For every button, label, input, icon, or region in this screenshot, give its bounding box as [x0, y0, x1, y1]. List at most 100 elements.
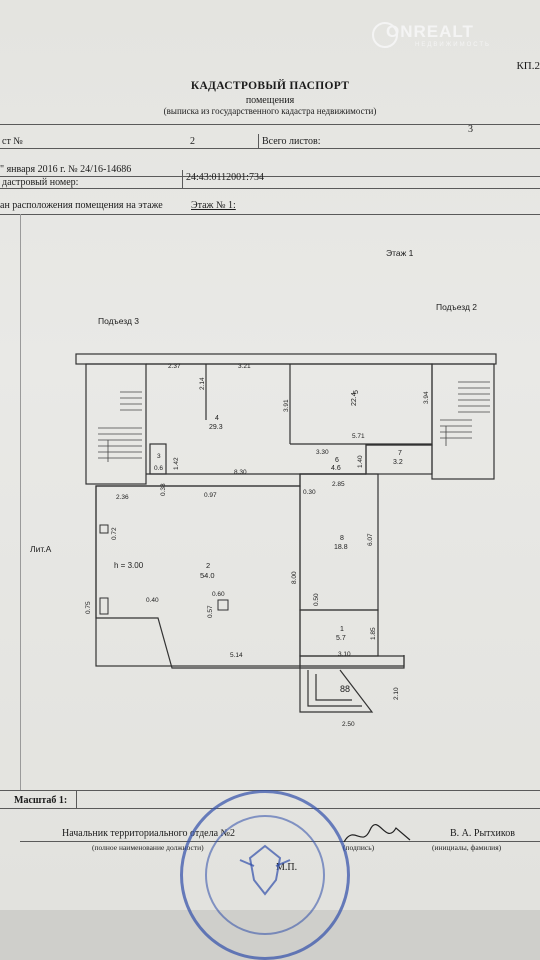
svg-text:0.72: 0.72: [111, 527, 118, 540]
outer-wall-top: [75, 353, 497, 365]
entrance-left: Подъезд 3: [98, 316, 139, 326]
svg-text:1.85: 1.85: [370, 627, 377, 640]
column: [99, 597, 109, 615]
frame-line: [20, 214, 21, 790]
name-note: (инициалы, фамилия): [432, 843, 502, 852]
svg-text:1.40: 1.40: [357, 455, 364, 468]
entrance-right: Подъезд 2: [436, 302, 477, 312]
stair-left: [85, 363, 147, 485]
svg-text:2.37: 2.37: [168, 363, 181, 370]
document-subtitle-note: (выписка из государственного кадастра не…: [163, 106, 377, 116]
plan-label: ан расположения помещения на этаже: [0, 200, 163, 211]
form-code: КП.2: [516, 60, 540, 72]
official-position: Начальник территориального отдела №2: [62, 828, 236, 839]
room-number: 1: [340, 626, 344, 633]
floor-title: Этаж 1: [386, 248, 414, 258]
svg-text:2.85: 2.85: [332, 481, 345, 488]
room-area: 4.6: [331, 465, 341, 472]
svg-text:0.50: 0.50: [313, 593, 320, 606]
coat-of-arms-icon: [239, 844, 291, 896]
svg-text:3.30: 3.30: [316, 449, 329, 456]
room-area: 5.7: [336, 635, 346, 642]
room-area: 3.2: [393, 459, 403, 466]
official-name: В. А. Рытхиков: [450, 828, 515, 839]
svg-text:3.94: 3.94: [423, 391, 430, 404]
scale-label: Масштаб 1:: [14, 795, 68, 806]
svg-text:0.30: 0.30: [303, 489, 316, 496]
document-subtitle: помещения: [245, 95, 295, 106]
floor-plan: Этаж 1 Подъезд 3 Подъезд 2 Лит.А h = 3.0…: [30, 248, 497, 728]
watermark-sub: НЕДВИЖИМОСТЬ: [415, 42, 491, 48]
room-area: 22.4: [351, 392, 358, 406]
svg-text:0.60: 0.60: [212, 591, 225, 598]
cell-divider: [182, 170, 183, 188]
svg-text:3.21: 3.21: [238, 363, 251, 370]
svg-text:3.10: 3.10: [338, 651, 351, 658]
row-line: [0, 148, 540, 149]
room-number: 5: [353, 390, 360, 394]
svg-text:0.38: 0.38: [160, 483, 167, 496]
room-number: 2: [206, 561, 210, 570]
room-number: 7: [398, 450, 402, 457]
svg-text:0.75: 0.75: [85, 601, 92, 614]
svg-text:1.42: 1.42: [173, 457, 180, 470]
column: [217, 599, 229, 611]
room-area: 18.8: [334, 544, 348, 551]
lit-label: Лит.А: [30, 544, 52, 554]
svg-text:8.30: 8.30: [234, 469, 247, 476]
cadastral-value: 24:43:0112001:734: [186, 172, 264, 183]
svg-text:0.57: 0.57: [207, 605, 214, 618]
room-number: 3: [157, 453, 161, 460]
total-label: Всего листов:: [262, 136, 321, 147]
sheet-label: ст №: [2, 136, 23, 147]
svg-text:2.10: 2.10: [393, 687, 400, 700]
row-line: [0, 124, 540, 125]
svg-text:8.00: 8.00: [291, 571, 298, 584]
porch-steps: [307, 670, 362, 707]
porch: [299, 655, 405, 667]
room-7-wall: [365, 444, 433, 475]
cadastral-label: дастровый номер:: [2, 177, 79, 188]
stair-steps-right: [440, 381, 490, 446]
svg-text:0.40: 0.40: [146, 597, 159, 604]
signature: [343, 823, 411, 843]
ceiling-height: h = 3.00: [114, 561, 144, 570]
signature-note: (подпись): [343, 843, 375, 852]
svg-text:2.36: 2.36: [116, 494, 129, 501]
porch-steps: [315, 674, 352, 701]
room-number: 4: [215, 415, 219, 422]
wall: [149, 443, 167, 475]
room-number: 8: [340, 535, 344, 542]
cell-divider: [76, 790, 77, 808]
sheet-value: 2: [190, 136, 195, 147]
plan-floor: Этаж № 1:: [191, 200, 236, 211]
stair-right: [431, 363, 495, 480]
row-line: [0, 176, 540, 177]
row-line: [0, 188, 540, 189]
cell-divider: [258, 134, 259, 148]
room-1-wall: [299, 609, 379, 657]
svg-text:6.07: 6.07: [367, 533, 374, 546]
row-line: [0, 214, 540, 215]
room-2-wall: [95, 485, 301, 667]
date-text: " января 2016 г. № 24/16-14686: [0, 164, 132, 175]
stair-steps-left: [98, 391, 142, 462]
svg-text:3.91: 3.91: [283, 399, 290, 412]
porch-label: 88: [340, 684, 350, 694]
dimensions: 2.37 3.21 2.14 3.91 3.94 3.30 5.71 1.40 …: [85, 363, 430, 728]
svg-text:2.50: 2.50: [342, 721, 355, 728]
total-value: 3: [468, 124, 473, 135]
porch-steps: [299, 666, 374, 713]
room-area: 0.6: [154, 465, 163, 472]
room-area: 29.3: [209, 424, 223, 431]
room-number: 6: [335, 457, 339, 464]
svg-text:0.97: 0.97: [204, 492, 217, 499]
column: [99, 524, 109, 534]
position-note: (полное наименование должности): [92, 843, 204, 852]
room-area: 54.0: [200, 571, 215, 580]
svg-text:2.14: 2.14: [199, 377, 206, 390]
watermark-logo-icon: [372, 22, 398, 48]
watermark-brand: ONREALT: [386, 22, 474, 41]
document-title: КАДАСТРОВЫЙ ПАСПОРТ: [190, 80, 350, 92]
